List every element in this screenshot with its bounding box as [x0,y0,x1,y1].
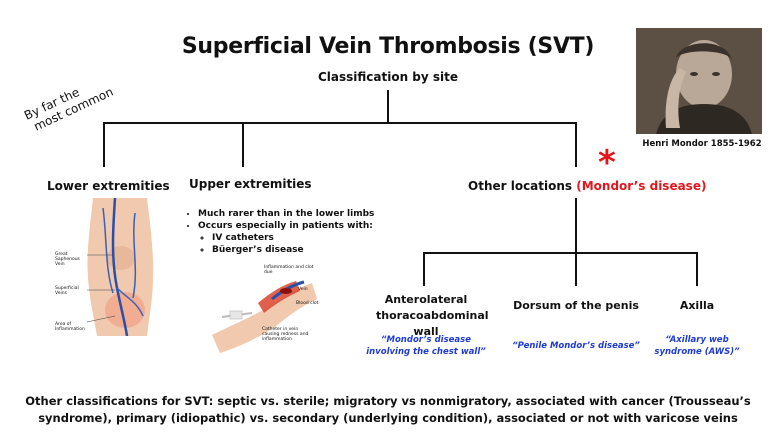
connector-mondor-right [696,252,698,286]
page-title: Superficial Vein Thrombosis (SVT) [181,34,595,59]
connector-mondor-left [423,252,425,286]
quote-chest-wall: “Mondor’s disease involving the chest wa… [366,335,486,357]
bullet-item: Much rarer than in the lower limbs [198,208,374,220]
footer-note: Other classifications for SVT: septic vs… [25,394,751,425]
leg-label-superficial-veins: Superficial Veins [55,286,79,296]
connector-stem [387,90,389,123]
connector-mondor-stem [575,198,577,254]
upper-extremities-bullets: Much rarer than in the lower limbs Occur… [186,208,374,256]
connector-lower [103,122,105,167]
arm-image [212,280,317,353]
connector-horizontal [103,122,577,124]
site-axilla: Axilla [679,299,715,312]
sub-bullet-item: Büerger’s disease [212,244,374,256]
quote-penile: “Penile Mondor’s disease” [512,341,640,351]
connector-other [575,122,577,167]
asterisk-icon: * [598,143,616,183]
arm-label-inflammation: Inflammation and clot due [264,265,314,275]
site-anterolateral-wall: Anterolateral thoracoabdominal wall [376,293,489,338]
portrait-image [636,28,762,134]
category-upper-extremities: Upper extremities [189,177,312,191]
mondor-disease-label: (Mondor’s disease) [576,179,707,193]
arm-illustration: Inflammation and clot due Vein Blood clo… [212,265,320,355]
leg-image [86,197,154,337]
category-lower-extremities: Lower extremities [47,179,170,193]
leg-label-great-saphenous: Great Saphenous Vein [55,252,80,267]
category-other-locations: Other locations (Mondor’s disease) [468,179,706,193]
connector-mondor-center [575,252,577,286]
subtitle: Classification by site [317,70,459,84]
site-dorsum-penis: Dorsum of the penis [513,299,639,312]
henri-mondor-portrait [636,28,762,134]
arm-label-catheter: Catheter in vein causing redness and inf… [262,327,309,342]
leg-illustration: Great Saphenous Vein Superficial Veins A… [55,197,185,337]
arm-label-blood-clot: Blood clot [296,301,319,306]
connector-mondor-horizontal [423,252,698,254]
connector-upper [242,122,244,167]
other-locations-label: Other locations [468,179,573,193]
bullet-item: Occurs especially in patients with: IV c… [198,220,374,256]
quote-axillary-web: “Axillary web syndrome (AWS)” [654,335,740,357]
portrait-caption: Henri Mondor 1855-1962 [642,139,762,149]
sub-bullet-item: IV catheters [212,232,374,244]
leg-label-inflammation: Area of Inflammation [55,322,85,332]
arm-label-vein: Vein [298,287,308,292]
